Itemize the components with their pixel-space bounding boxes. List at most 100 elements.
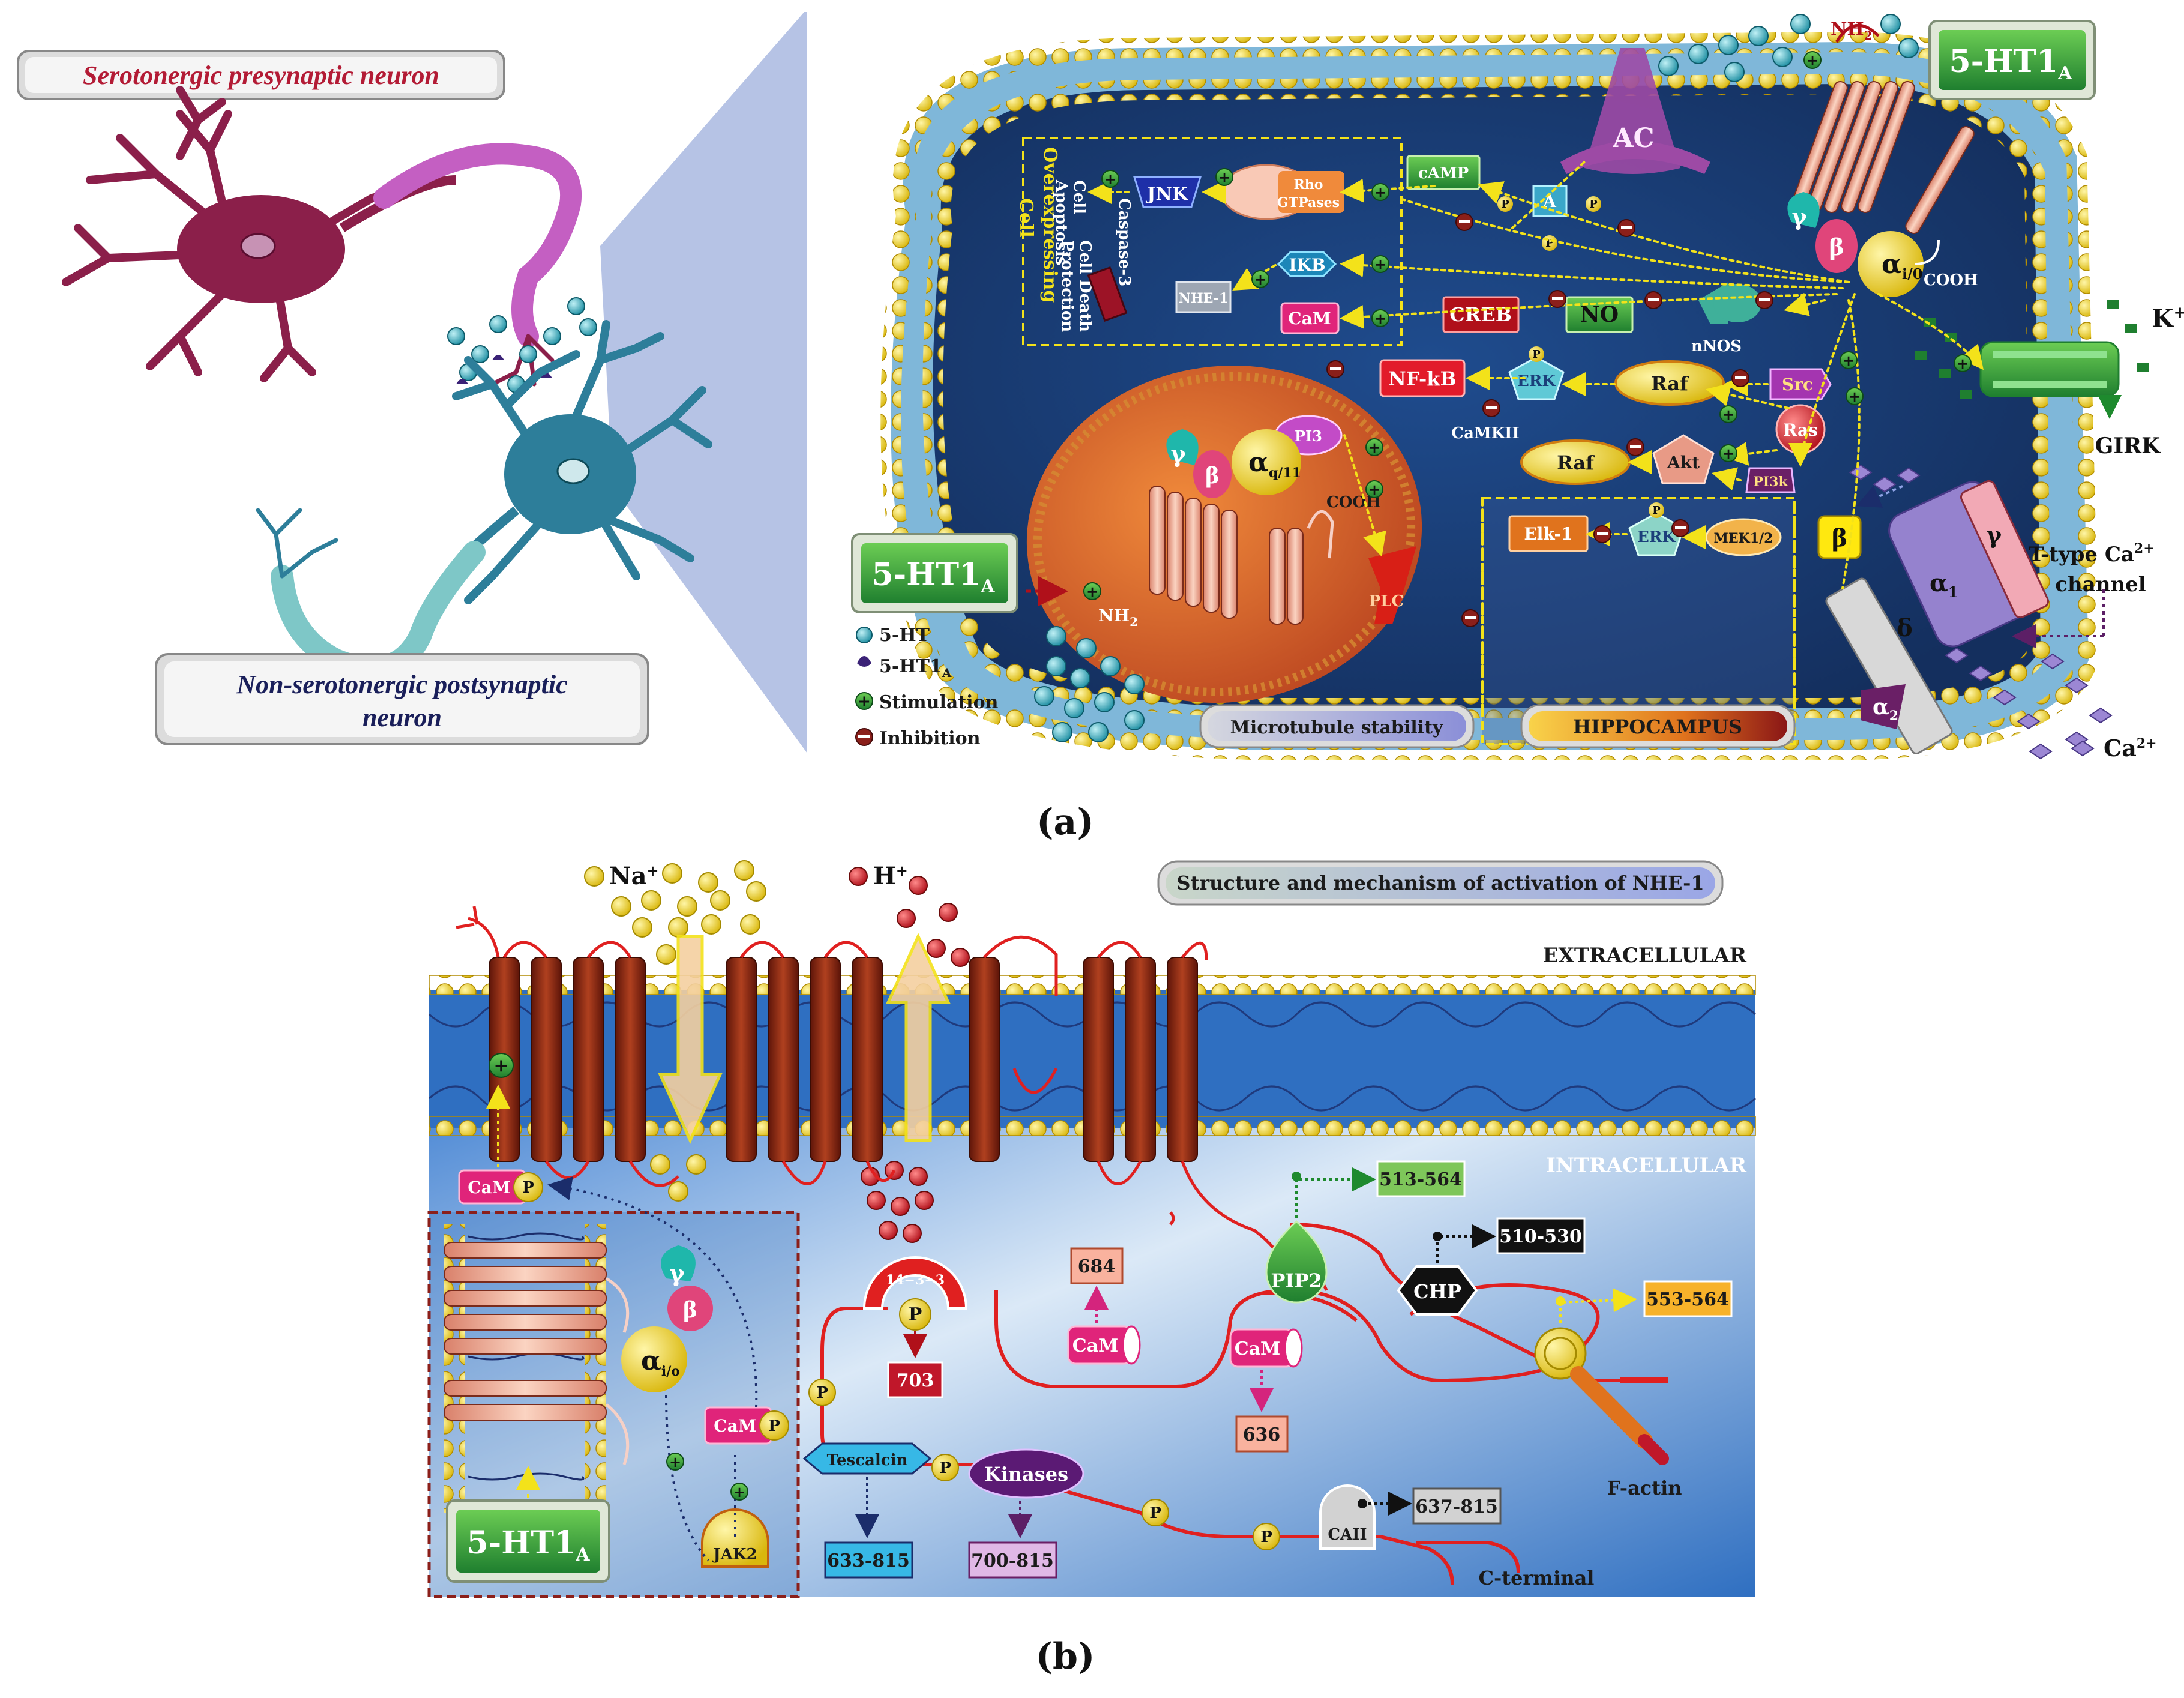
svg-text:IKB: IKB <box>1289 255 1325 275</box>
ca2-node: CAII <box>1319 1484 1376 1550</box>
svg-text:ERK: ERK <box>1517 372 1556 390</box>
svg-text:+: + <box>1254 271 1266 288</box>
cell-death-label-2: Protection <box>1058 240 1076 332</box>
svg-text:JAK2: JAK2 <box>712 1546 757 1564</box>
h-label: H+ <box>873 862 908 890</box>
svg-text:P: P <box>939 1459 951 1477</box>
svg-text:P: P <box>1501 198 1509 211</box>
svg-text:NF-kB: NF-kB <box>1388 367 1456 390</box>
caspase-label: Caspase-3 <box>1115 198 1133 286</box>
svg-text:636: 636 <box>1243 1424 1281 1445</box>
receptor-badge-left: 5-HT1A <box>851 533 1018 613</box>
cooh-top-label: COOH <box>1924 271 1978 289</box>
presynaptic-neuron-label: Serotonergic presynaptic neuron <box>83 61 439 90</box>
svg-text:CaM: CaM <box>714 1416 756 1436</box>
svg-text:Stimulation: Stimulation <box>879 692 999 713</box>
t-type-channel: β α1 γ δ α2 T-type Ca2+ channel <box>1817 464 2157 762</box>
svg-text:Raf: Raf <box>1557 451 1595 474</box>
cell-apoptosis-label-2: Apoptosis <box>1052 179 1070 265</box>
svg-text:Raf: Raf <box>1651 372 1689 395</box>
svg-text:5-HT: 5-HT <box>879 625 930 646</box>
svg-text:+: + <box>1722 406 1734 423</box>
cell-label: Cell <box>1015 198 1036 238</box>
nh2-top-label: NH2 <box>1831 19 1873 43</box>
svg-text:P: P <box>1532 348 1541 361</box>
svg-text:Inhibition: Inhibition <box>879 728 981 749</box>
f-actin: F-actin <box>1534 1327 1682 1499</box>
nh2-left-label: NH2 <box>1098 606 1138 629</box>
svg-text:513-564: 513-564 <box>1379 1169 1462 1190</box>
nfkb-node: NF-kB <box>1379 359 1466 397</box>
postsynaptic-neuron-label-line2: neuron <box>362 703 442 732</box>
svg-text:+: + <box>1722 445 1734 462</box>
svg-text:PI3: PI3 <box>1295 427 1322 445</box>
svg-text:cAMP: cAMP <box>1418 164 1469 182</box>
proton-ions <box>849 867 970 1243</box>
receptor-badge-b: 5-HT1A <box>446 1499 610 1583</box>
svg-text:CaM: CaM <box>1072 1335 1119 1356</box>
svg-text:P: P <box>909 1304 922 1325</box>
extracellular-label: EXTRACELLULAR <box>1543 944 1747 968</box>
svg-text:+: + <box>493 1055 508 1076</box>
box-703: 703 <box>887 1361 943 1398</box>
svg-text:Structure and mechanism of act: Structure and mechanism of activation of… <box>1176 872 1704 894</box>
jak2-node: JAK2 <box>701 1508 769 1568</box>
svg-text:+: + <box>1368 439 1380 456</box>
svg-text:633-815: 633-815 <box>827 1550 910 1571</box>
mek-node: MEK1/2 <box>1705 518 1782 556</box>
svg-text:+: + <box>733 1483 745 1501</box>
ras-node: Ras <box>1775 404 1826 454</box>
svg-text:CaM: CaM <box>468 1178 510 1197</box>
svg-text:P: P <box>1149 1504 1161 1522</box>
svg-text:+: + <box>669 1453 681 1471</box>
svg-text:ERK: ERK <box>1637 528 1676 546</box>
box-637-815: 637-815 <box>1412 1487 1502 1525</box>
nhe1-helices <box>489 957 1198 1162</box>
svg-text:Src: Src <box>1782 375 1813 394</box>
raf2-node: Raf <box>1520 439 1631 485</box>
svg-text:+: + <box>1374 256 1386 273</box>
svg-text:P: P <box>1589 198 1598 211</box>
alpha-io-top: αi/0 <box>1882 249 1922 283</box>
box-636: 636 <box>1235 1415 1289 1453</box>
svg-text:NHE-1: NHE-1 <box>1179 291 1229 306</box>
na-label: Na+ <box>609 862 659 890</box>
box-510-530: 510-530 <box>1496 1217 1586 1254</box>
alpha-q-nuc: αq/11 <box>1248 447 1301 481</box>
beta-nuc: β <box>1205 463 1220 489</box>
inhibition-markers-a <box>1326 213 1773 627</box>
ttype-label-2: channel <box>2055 573 2146 597</box>
sodium-ions <box>584 860 766 1202</box>
svg-text:F-actin: F-actin <box>1607 1477 1682 1499</box>
ikb-node: IKB <box>1277 251 1337 277</box>
box-513-564: 513-564 <box>1376 1160 1466 1197</box>
svg-text:684: 684 <box>1078 1256 1116 1277</box>
girk-channel: K+ GIRK <box>1915 300 2184 459</box>
svg-text:δ: δ <box>1897 614 1913 642</box>
rho-gtpases-node: Rho GTPases <box>1220 164 1344 220</box>
panel-b-caption: (b) <box>1036 1636 1095 1678</box>
ttype-label-1: T-type Ca2+ <box>2029 541 2154 567</box>
svg-text:P: P <box>768 1417 780 1435</box>
box-700-815: 700-815 <box>968 1541 1057 1579</box>
14-3-3-protein: 14−3−3 P <box>862 1256 968 1331</box>
cam-node-a: CaM <box>1280 302 1340 334</box>
ac-label: AC <box>1612 123 1654 154</box>
hippocampus-badge: HIPPOCAMPUS <box>1520 704 1796 748</box>
svg-text:γ: γ <box>1987 522 2002 549</box>
svg-text:MEK1/2: MEK1/2 <box>1714 531 1773 546</box>
svg-text:PIP2: PIP2 <box>1271 1269 1322 1292</box>
nnos-node: nNOS <box>1691 282 1761 355</box>
svg-text:α2: α2 <box>1873 694 1898 724</box>
pip2-node: PIP2 <box>1265 1220 1328 1304</box>
svg-text:+: + <box>1374 184 1386 201</box>
svg-text:+: + <box>1957 355 1969 372</box>
neuron-illustration: Serotonergic presynaptic neuron <box>17 12 807 753</box>
cam-node-b3: CaM P <box>704 1406 789 1445</box>
svg-text:+: + <box>1104 170 1116 188</box>
svg-text:Tescalcin: Tescalcin <box>827 1451 908 1469</box>
cam-node-b2: CaM <box>1229 1328 1303 1368</box>
alpha-b: αi/o <box>641 1346 680 1379</box>
svg-text:P: P <box>1260 1528 1272 1546</box>
